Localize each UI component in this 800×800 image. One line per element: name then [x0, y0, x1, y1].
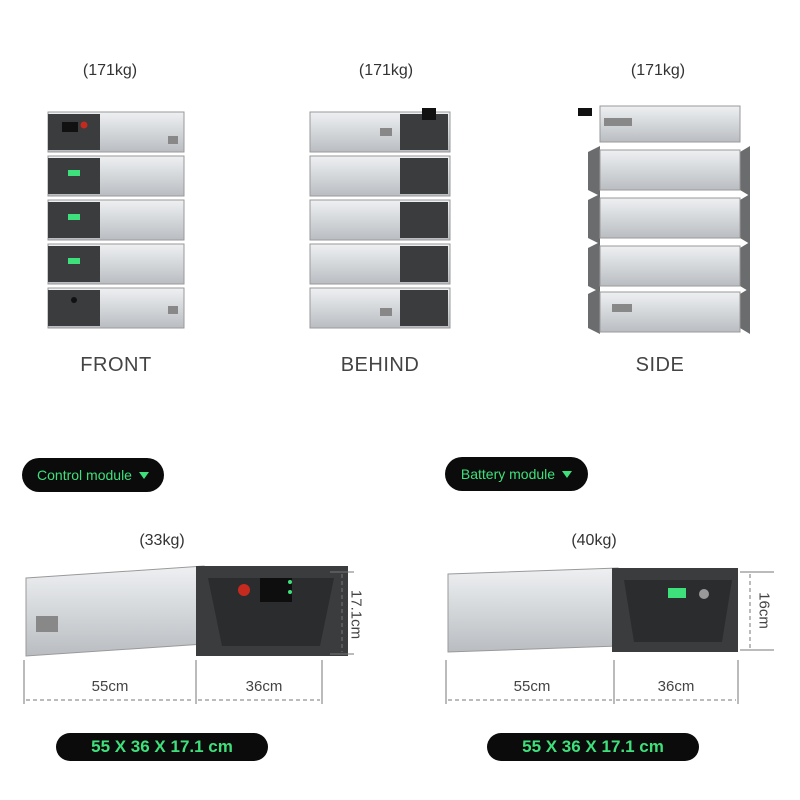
- battery-module-weight: (40kg): [571, 532, 617, 549]
- front-view-label: FRONT: [80, 354, 152, 376]
- control-length-label: 55cm: [91, 678, 129, 695]
- control-module-image: [25, 565, 348, 657]
- behind-view-stack-image: [309, 108, 451, 329]
- battery-module-button[interactable]: Battery module: [445, 457, 588, 491]
- caret-down-icon: [138, 471, 149, 479]
- battery-module-size-badge: 55 X 36 X 17.1 cm: [487, 733, 699, 761]
- battery-module-label: Battery module: [460, 466, 556, 482]
- control-depth-label: 36cm: [245, 678, 283, 695]
- behind-view-weight: (171kg): [358, 62, 414, 79]
- battery-depth-label: 36cm: [657, 678, 695, 695]
- control-module-size-badge: 55 X 36 X 17.1 cm: [56, 733, 268, 761]
- caret-down-icon: [562, 470, 573, 478]
- front-view-stack-image: [47, 111, 185, 329]
- battery-length-label: 55cm: [513, 678, 551, 695]
- front-view-weight: (171kg): [82, 62, 138, 79]
- behind-view-label: BEHIND: [340, 354, 420, 376]
- control-module-button[interactable]: Control module: [22, 458, 164, 492]
- control-module-weight: (33kg): [139, 532, 185, 549]
- side-view-stack-image: [578, 105, 750, 334]
- side-view-label: SIDE: [635, 354, 685, 376]
- side-view-weight: (171kg): [630, 62, 686, 79]
- battery-height-label: 16cm: [755, 592, 773, 629]
- battery-module-image: [447, 567, 738, 653]
- control-module-label: Control module: [37, 467, 132, 483]
